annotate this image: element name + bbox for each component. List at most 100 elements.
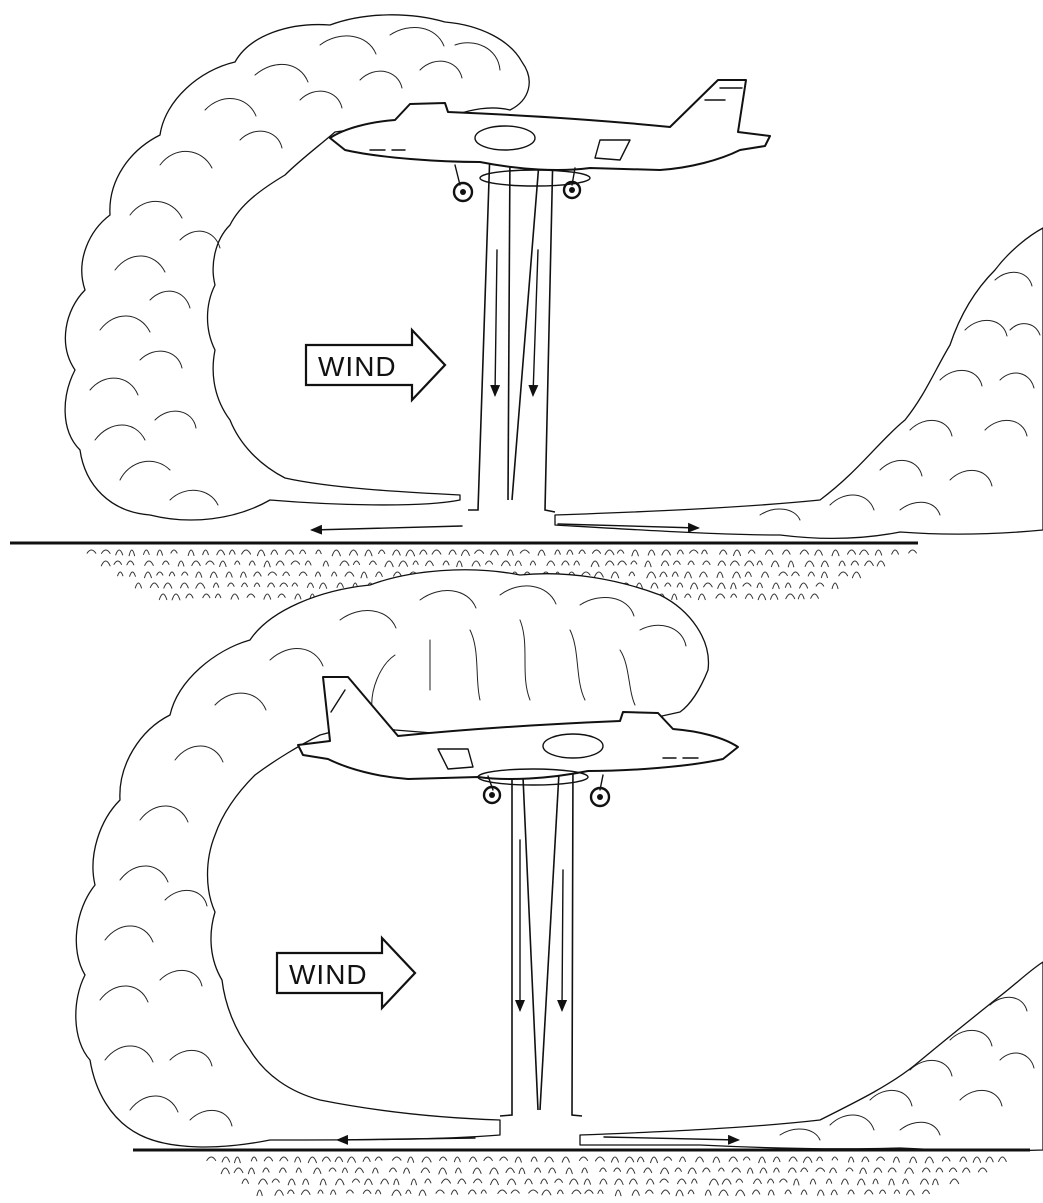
gravel-mark [213,583,218,587]
gravel-mark [257,1190,262,1196]
gravel-mark [921,1179,929,1184]
gravel-mark [541,1179,548,1184]
gravel-mark [788,1168,796,1172]
gravel-mark [771,561,779,567]
gravel-mark [852,572,860,578]
gravel-mark [678,1179,686,1184]
gravel-mark [373,1168,379,1173]
gravel-mark [545,1157,553,1162]
gravel-mark [502,561,511,566]
gravel-mark [469,1190,477,1194]
gravel-mark [615,1179,623,1184]
gravel-mark [567,550,573,554]
gravel-mark [960,1157,967,1161]
gravel-mark [247,594,255,597]
gravel-mark [821,572,827,578]
gravel-mark [394,1179,399,1185]
gravel-mark [593,550,601,553]
gravel-mark [220,561,227,567]
gravel-mark [611,1157,618,1162]
gravel-mark [677,583,683,587]
gravel-mark [114,561,122,564]
gravel-mark [530,561,535,565]
top-panel: WIND [10,15,1043,600]
bottom-right-exhaust-cloud [580,962,1043,1151]
gravel-mark [320,583,327,588]
gravel-mark [399,561,408,566]
gravel-mark [745,561,754,566]
gravel-mark [788,561,794,567]
gravel-mark [719,1190,728,1195]
gravel-mark [662,550,671,555]
gravel-mark [411,1179,416,1185]
gravel-mark [745,594,752,598]
gravel-mark [800,583,808,588]
gravel-mark [731,594,737,597]
gravel-mark [860,1168,867,1173]
gravel-mark [910,1157,917,1163]
gravel-mark [375,1157,382,1160]
gravel-mark [347,1190,354,1193]
gravel-mark [186,594,193,598]
gravel-mark [817,1157,823,1161]
gravel-mark [457,561,462,567]
gravel-mark [629,1179,637,1184]
gravel-mark [295,1157,301,1162]
gravel-mark [422,1157,431,1162]
gravel-mark [439,1168,447,1174]
gravel-mark [171,550,177,553]
gravel-mark [773,583,780,589]
gravel-mark [337,583,343,587]
gravel-mark [719,1168,725,1171]
bottom-left-exhaust-cloud [76,570,709,1147]
gravel-mark [406,1190,411,1194]
gravel-mark [188,550,194,556]
gravel-mark [393,550,401,555]
gravel-mark [486,561,493,564]
gravel-mark [169,572,174,576]
gravel-mark [579,1157,587,1161]
gravel-mark [172,594,180,600]
gravel-mark [363,1157,370,1161]
gravel-mark [254,572,261,576]
gravel-mark [192,561,200,566]
gravel-mark [570,1179,578,1184]
gravel-mark [785,1190,791,1194]
gravel-mark [549,1168,556,1173]
gravel-mark [390,1168,397,1172]
gravel-mark [832,583,838,589]
gravel-mark [454,1157,460,1162]
gravel-mark [419,1190,426,1195]
gravel-mark [698,594,705,600]
gravel-mark [490,1168,498,1174]
gravel-mark [877,1157,885,1160]
gravel-mark [381,1179,389,1184]
gravel-mark [348,1157,356,1162]
gravel-mark [873,1179,878,1184]
gravel-mark [801,1168,808,1172]
gravel-mark [631,561,637,564]
gravel-mark [314,1168,321,1174]
gravel-mark [182,572,188,575]
gravel-mark [345,572,354,576]
gravel-mark [102,550,111,553]
gravel-mark [963,1168,970,1172]
gravel-mark [758,594,765,600]
gravel-mark [500,1157,508,1160]
gravel-mark [276,561,284,565]
gravel-mark [702,550,708,554]
gravel-mark [600,1179,607,1184]
gravel-mark [816,1168,825,1171]
gravel-mark [736,1190,745,1196]
gravel-mark [730,561,739,565]
gravel-mark [685,572,692,578]
gravel-mark [280,583,288,586]
gravel-mark [950,1179,959,1184]
gravel-mark [385,561,393,567]
gravel-mark [810,1179,815,1184]
gravel-mark [406,550,415,556]
gravel-mark [272,1179,279,1182]
gravel-mark [661,561,668,565]
gravel-mark [903,1179,909,1184]
gravel-mark [355,1168,363,1173]
